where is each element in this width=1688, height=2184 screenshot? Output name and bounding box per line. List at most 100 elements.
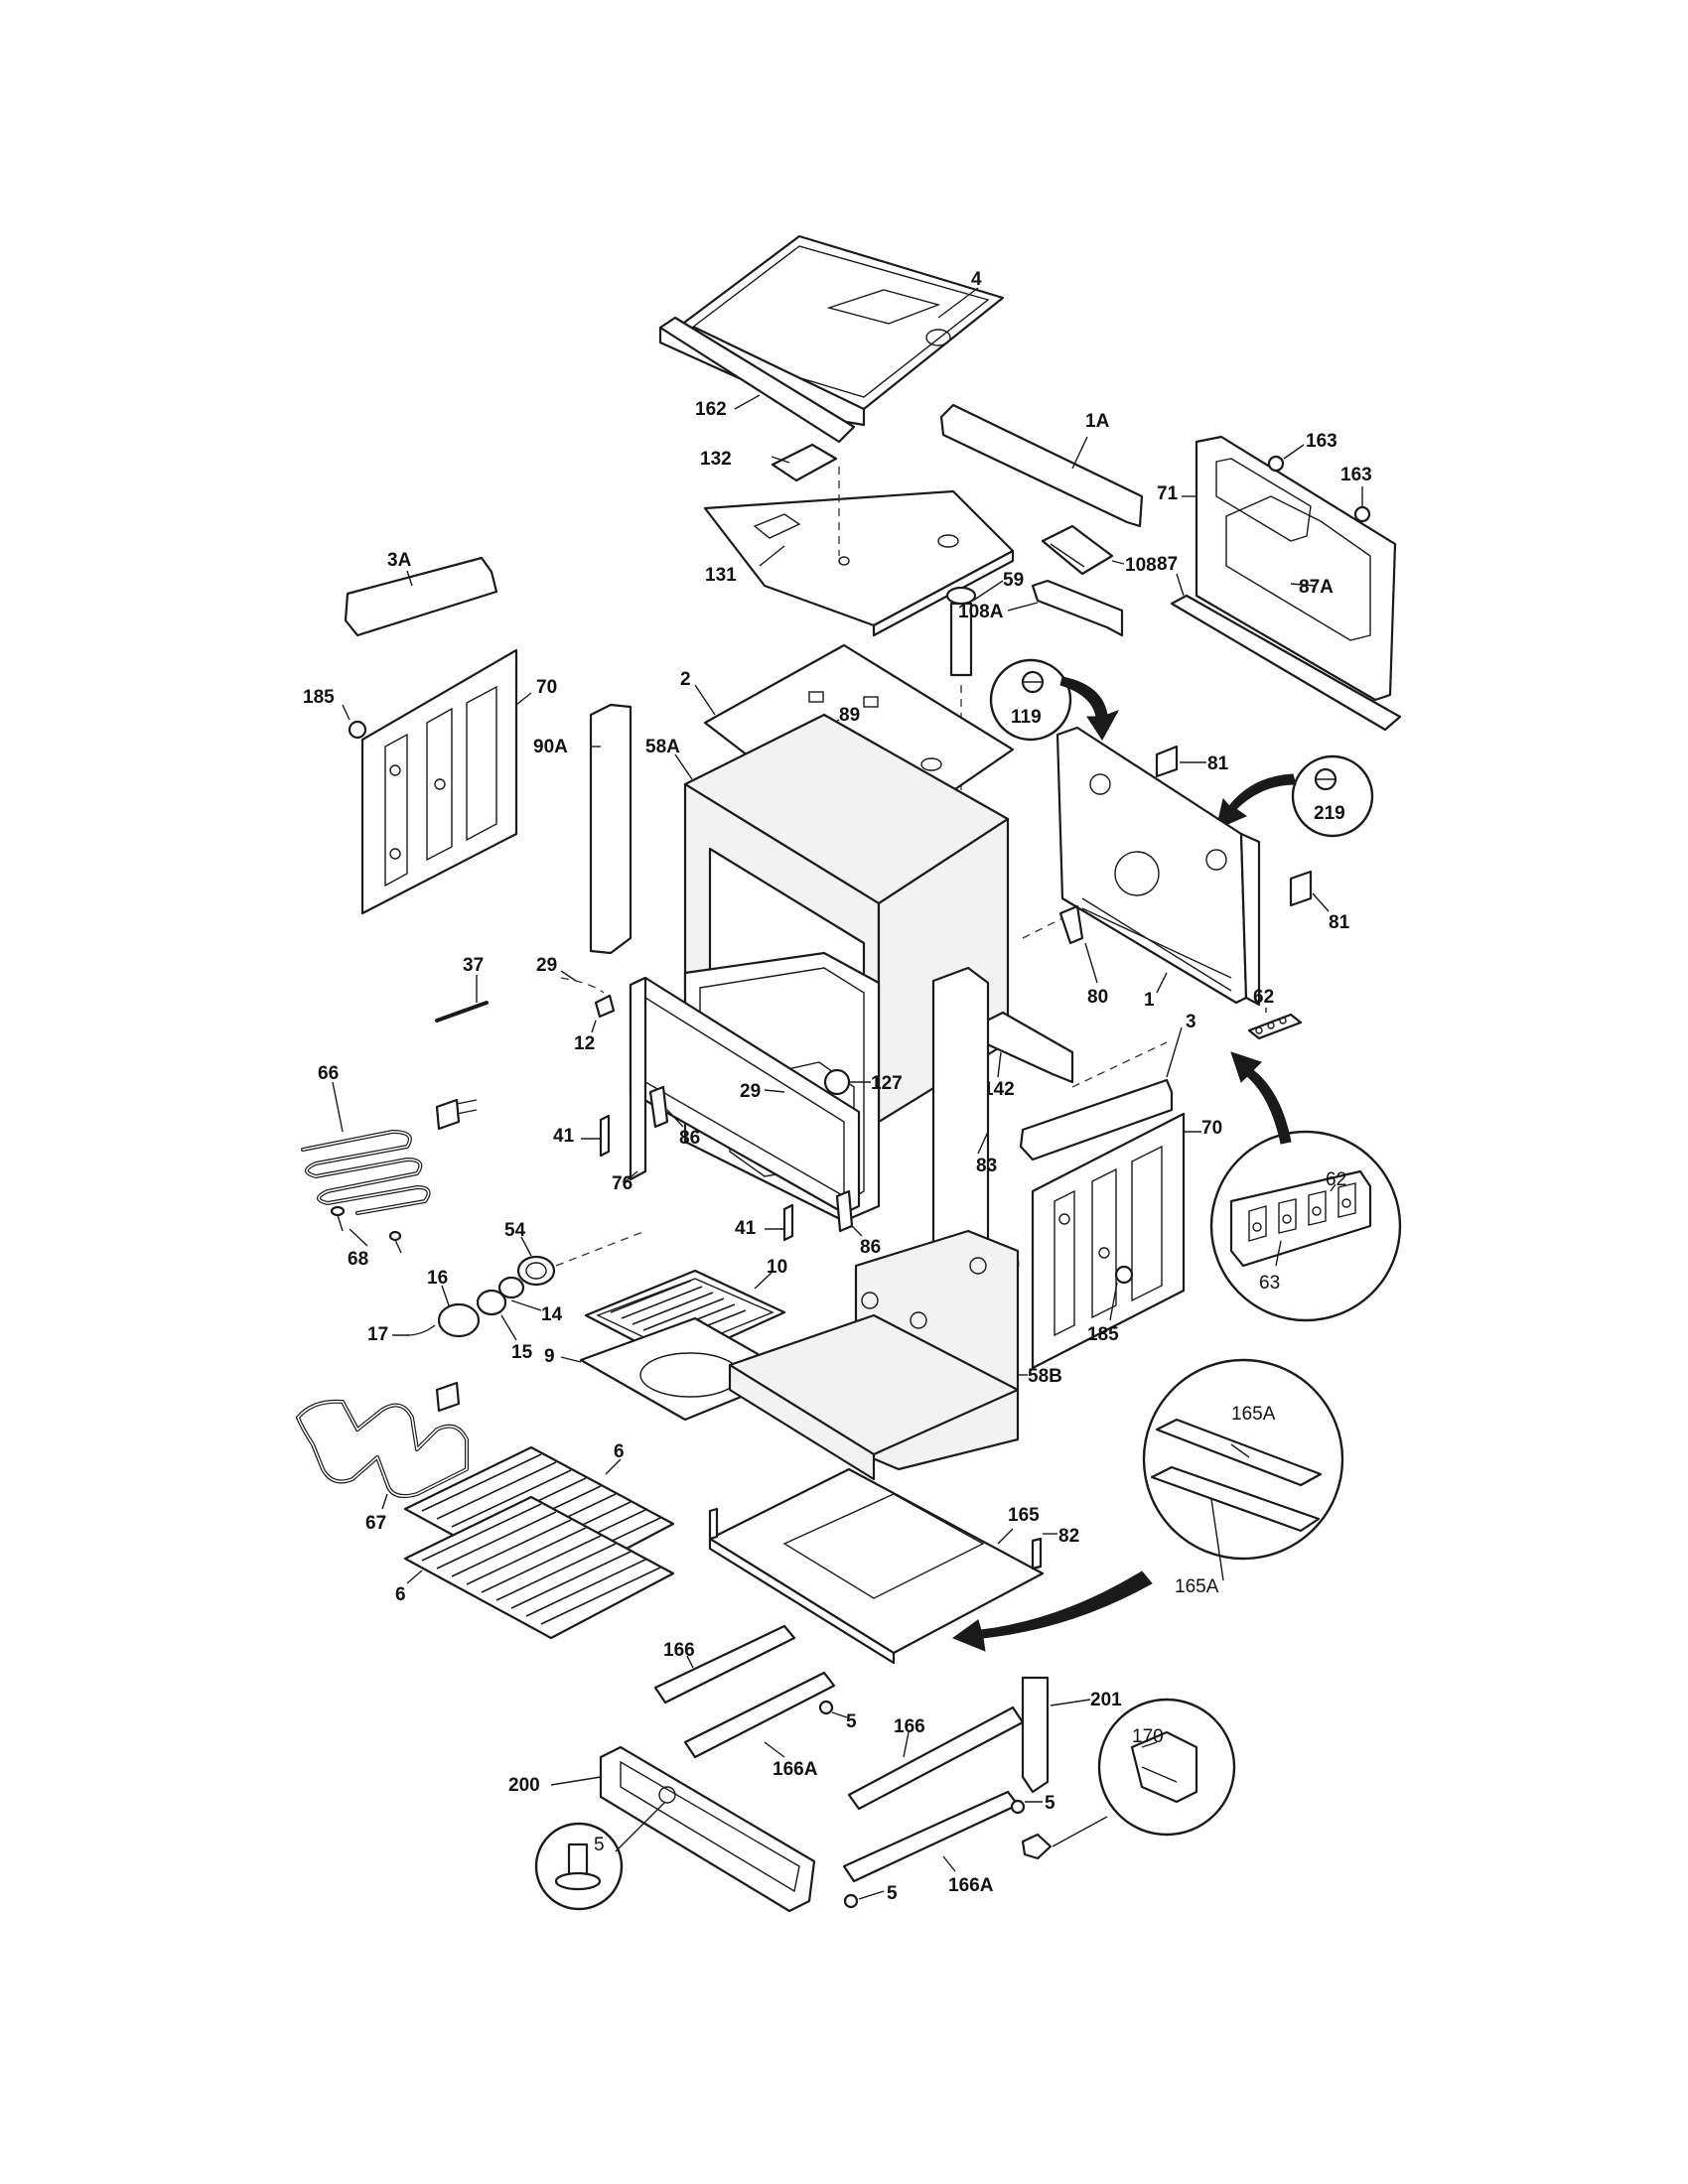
callout-16: 16 — [427, 1268, 448, 1289]
nut-163-part — [1267, 455, 1285, 473]
callout-87A: 87A — [1299, 577, 1334, 598]
slide-166A-right-part — [842, 1790, 1020, 1883]
callout-119: 119 — [1011, 707, 1042, 728]
callout-3A: 3A — [387, 550, 412, 571]
leveler-5a-part — [818, 1700, 834, 1715]
callout-89: 89 — [839, 705, 860, 726]
callout-131: 131 — [705, 565, 737, 586]
callout-166Ab: 166A — [948, 1875, 994, 1896]
callout-163a: 163 — [1306, 431, 1337, 452]
base-82-part — [708, 1467, 1045, 1665]
callout-163b: 163 — [1340, 465, 1372, 485]
callout-5d: 5 — [594, 1835, 605, 1855]
callout-166b: 166 — [894, 1716, 925, 1737]
callout-62a: 62 — [1253, 987, 1274, 1008]
inset-165A — [1142, 1358, 1344, 1581]
callout-185a: 185 — [303, 687, 335, 708]
bracket-108A-part — [1031, 579, 1124, 637]
callout-54: 54 — [504, 1220, 526, 1241]
inset-170 — [1097, 1698, 1236, 1837]
callout-66: 66 — [318, 1063, 339, 1084]
bracket-3-part — [1019, 1078, 1174, 1161]
hinge-86-lower-part — [835, 1189, 854, 1233]
callout-9: 9 — [544, 1346, 555, 1367]
slide-166-left-part — [653, 1624, 796, 1705]
callout-10: 10 — [767, 1257, 787, 1278]
bracket-170-part — [1021, 1833, 1053, 1860]
callout-166a: 166 — [663, 1640, 695, 1661]
lamp-assembly-part — [406, 1230, 646, 1338]
callout-41a: 41 — [553, 1126, 575, 1147]
callout-86b: 86 — [860, 1237, 881, 1258]
nut-163b-part — [1353, 505, 1371, 523]
screw-68-part — [330, 1205, 402, 1254]
callout-70a: 70 — [536, 677, 557, 698]
panel-131-part — [703, 489, 1015, 637]
callout-108A: 108A — [958, 602, 1004, 622]
hinge-41-upper-part — [599, 1114, 611, 1158]
callout-5a: 5 — [846, 1711, 857, 1732]
callout-6a: 6 — [614, 1441, 625, 1462]
hinge-41-lower-part — [782, 1203, 794, 1242]
screw-185-left-part — [348, 720, 367, 740]
callout-1A: 1A — [1085, 411, 1110, 432]
callout-200: 200 — [508, 1775, 540, 1796]
broil-element-67-part — [296, 1381, 469, 1498]
callout-165: 165 — [1008, 1505, 1040, 1526]
callout-5b: 5 — [1045, 1793, 1055, 1814]
drawer-front-200-part — [599, 1745, 816, 1913]
bracket-80-part — [1058, 904, 1084, 945]
leveler-5c-part — [843, 1893, 859, 1909]
callout-12: 12 — [574, 1033, 595, 1054]
arrow-165A — [951, 1570, 1153, 1652]
callout-219: 219 — [1314, 803, 1345, 824]
slide-166-right-part — [847, 1706, 1025, 1811]
callout-201: 201 — [1090, 1690, 1122, 1710]
bracket-1A-part — [939, 403, 1144, 528]
callout-132: 132 — [700, 449, 732, 470]
connector-108-part — [1041, 524, 1114, 576]
callout-1: 1 — [1144, 990, 1155, 1011]
strip-90-part — [931, 966, 990, 1268]
callout-83: 83 — [976, 1156, 997, 1176]
callout-58A: 58A — [645, 737, 680, 757]
callout-15: 15 — [511, 1342, 533, 1363]
callout-166Aa: 166A — [773, 1759, 818, 1780]
bracket-81-lower-part — [1289, 870, 1313, 907]
callout-127: 127 — [871, 1073, 903, 1094]
wire-29-part — [560, 977, 605, 994]
side-panel-70-right-part — [1031, 1112, 1186, 1370]
inset-219: 219 — [1291, 754, 1374, 838]
callout-4: 4 — [971, 269, 982, 290]
insulation-58B-part — [728, 1229, 1020, 1481]
callout-37: 37 — [463, 955, 484, 976]
callout-86a: 86 — [679, 1128, 700, 1149]
callout-14: 14 — [541, 1304, 563, 1325]
bracket-142-part — [981, 1011, 1074, 1084]
arrow-62 — [1230, 1051, 1292, 1145]
screw-185-right-part — [1114, 1265, 1134, 1285]
callout-41b: 41 — [735, 1218, 757, 1239]
terminal-block-62-part — [1247, 1013, 1303, 1040]
callout-170: 170 — [1132, 1726, 1164, 1747]
callout-165A-top: 165A — [1231, 1404, 1276, 1425]
callout-185b: 185 — [1087, 1324, 1119, 1345]
callout-3: 3 — [1186, 1012, 1196, 1032]
callout-62b: 62 — [1326, 1169, 1346, 1190]
arrow-219 — [1215, 773, 1297, 830]
callout-80: 80 — [1087, 987, 1108, 1008]
slide-166A-left-part — [683, 1671, 836, 1759]
lamp-12-part — [594, 994, 616, 1019]
side-panel-70-left-part — [360, 648, 518, 915]
callout-63: 63 — [1259, 1273, 1280, 1294]
callout-70b: 70 — [1201, 1118, 1222, 1139]
panel-71-part — [1195, 435, 1397, 702]
arrow-119 — [1059, 676, 1120, 741]
callout-5c: 5 — [887, 1883, 898, 1904]
hinge-86-upper-part — [648, 1085, 669, 1129]
rail-87-part — [1170, 594, 1402, 732]
top-cover-part — [658, 234, 1005, 427]
callout-2: 2 — [680, 669, 691, 690]
callout-142: 142 — [983, 1079, 1015, 1100]
